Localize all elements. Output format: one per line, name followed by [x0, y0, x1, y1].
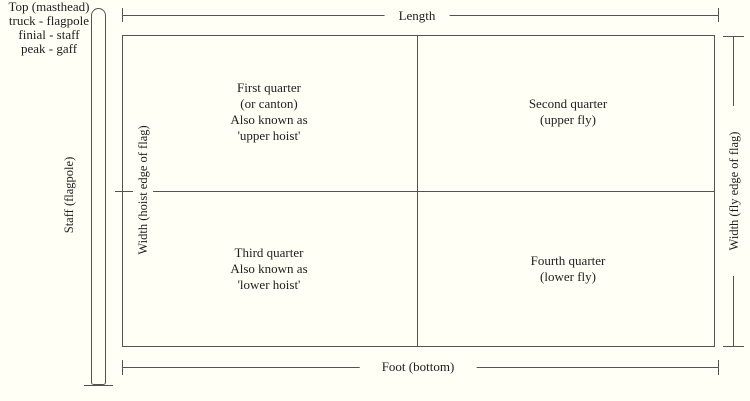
flagpole-base-line — [84, 385, 113, 386]
legend-line-peak: peak - gaff — [20, 41, 78, 56]
fly-width-tick-top — [723, 36, 744, 37]
caption-line: 'lower hoist' — [237, 277, 301, 292]
foot-label: Foot (bottom) — [359, 358, 477, 375]
caption-line: 'upper hoist' — [237, 128, 301, 143]
fourth-quarter-caption: Fourth quarter (lower fly) — [468, 253, 668, 285]
length-label: Length — [384, 7, 450, 24]
caption-line: Also known as — [230, 112, 308, 127]
caption-line: (lower fly) — [540, 269, 596, 284]
legend-line-truck: truck - flagpole — [8, 13, 90, 28]
caption-line: First quarter — [237, 80, 301, 95]
caption-line: (or canton) — [240, 96, 298, 111]
caption-line: Third quarter — [234, 245, 304, 260]
foot-tick-left — [122, 360, 123, 375]
length-tick-left — [122, 8, 123, 22]
fly-width-label: Width (fly edge of flag) — [724, 106, 744, 276]
length-tick-right — [718, 8, 719, 22]
horizontal-center-divider — [115, 191, 715, 192]
flagpole-shape — [91, 8, 106, 385]
legend-line-top: Top (masthead) — [8, 0, 90, 14]
caption-line: Also known as — [230, 261, 308, 276]
hoist-width-label: Width (hoist edge of flag) — [133, 105, 153, 275]
second-quarter-caption: Second quarter (upper fly) — [468, 96, 668, 128]
first-quarter-caption: First quarter (or canton) Also known as … — [169, 80, 369, 144]
caption-line: Fourth quarter — [530, 253, 606, 268]
fly-width-tick-bottom — [723, 346, 744, 347]
legend-line-finial: finial - staff — [18, 27, 80, 42]
caption-line: Second quarter — [528, 96, 608, 111]
caption-line: (upper fly) — [540, 112, 596, 127]
third-quarter-caption: Third quarter Also known as 'lower hoist… — [169, 245, 369, 293]
staff-label: Staff (flagpole) — [62, 156, 76, 234]
masthead-legend: Top (masthead) truck - flagpole finial -… — [0, 0, 98, 56]
foot-tick-right — [718, 360, 719, 375]
